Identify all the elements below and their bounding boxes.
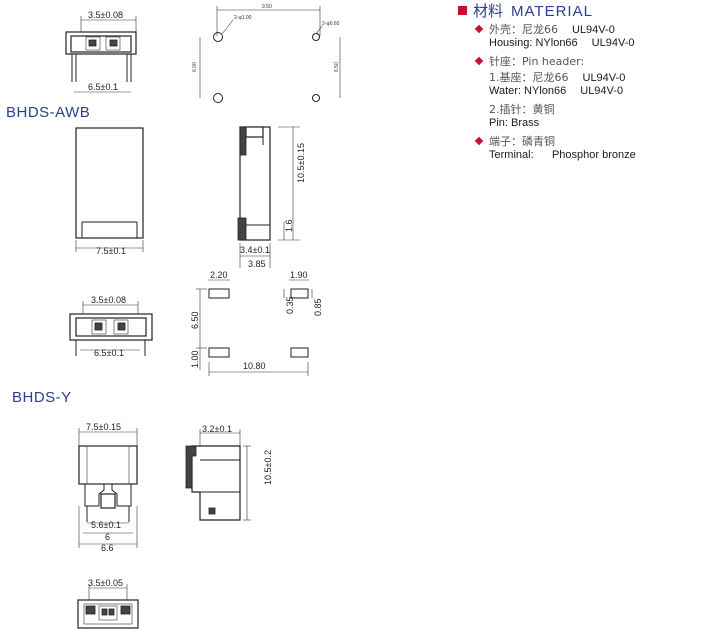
material-item-extra: UL94V-0 xyxy=(591,37,635,49)
dim-pad-1-90: 1.90 xyxy=(290,270,308,280)
material-item: Pin: Brass xyxy=(489,117,539,129)
dim-top-width: 3.5±0.08 xyxy=(88,10,123,20)
dim-y-6-6: 6.6 xyxy=(101,543,114,553)
material-item: 端子：磷青铜 xyxy=(474,133,555,149)
dim-y-6: 6 xyxy=(105,532,110,542)
mid-top-view: 3.5±0.08 6.5±0.1 xyxy=(69,295,153,358)
dim-front-width: 7.5±0.1 xyxy=(96,246,126,256)
material-item-text: Water: NYlon66 xyxy=(489,85,567,97)
material-item: Terminal: Phosphor bronze xyxy=(489,149,636,161)
material-item-extra: UL94V-0 xyxy=(582,72,626,84)
y-side-view: 3.2±0.1 10.5±0.2 xyxy=(185,424,273,521)
y-front-view: 7.5±0.15 5.6±0.1 6 6.6 xyxy=(78,422,138,553)
diamond-bullet-icon xyxy=(474,24,484,34)
dim-y-bottom: 3.5±0.05 xyxy=(88,578,123,588)
dim-side-height: 10.5±0.15 xyxy=(296,143,306,183)
pcb-layout: 9.50 2-φ1.00 2-φ0.60 6.00 6.50 xyxy=(192,4,341,103)
dim-pcb-6-00: 6.00 xyxy=(192,62,198,72)
awb-front-view: 7.5±0.1 xyxy=(75,127,144,256)
dim-y-side-h: 10.5±0.2 xyxy=(263,450,273,485)
dim-pcb-6-50: 6.50 xyxy=(334,62,340,72)
material-item: 2.插针：黄铜 xyxy=(489,101,555,117)
awb-side-view: 10.5±0.15 1.6 3.4±0.1 3.85 xyxy=(237,126,306,269)
dim-pad-2-20: 2.20 xyxy=(210,270,228,280)
material-item: Housing: NYlon66 UL94V-0 xyxy=(489,37,634,49)
dim-side-3-85: 3.85 xyxy=(248,259,266,269)
material-title-en: MATERIAL xyxy=(511,3,593,20)
dim-side-1-6: 1.6 xyxy=(284,219,294,232)
diamond-bullet-icon xyxy=(474,136,484,146)
dim-pad-10-80: 10.80 xyxy=(243,361,266,371)
material-item: 1.基座：尼龙66 UL94V-0 xyxy=(489,69,625,85)
material-item-extra: UL94V-0 xyxy=(572,24,615,36)
material-title-zh: 材料 xyxy=(473,2,504,20)
material-item-text: 外壳：尼龙66 xyxy=(489,23,558,36)
material-item-text: Pin: Brass xyxy=(489,117,540,129)
dim-mid-width: 3.5±0.08 xyxy=(91,295,126,305)
label-bhds-y: BHDS-Y xyxy=(12,389,72,406)
material-title: 材料 MATERIAL xyxy=(458,0,593,20)
material-item-text: 端子：磷青铜 xyxy=(489,135,555,148)
material-item: 针座：Pin header: xyxy=(474,53,585,69)
dim-pad-0-85: 0.85 xyxy=(313,298,323,316)
dim-pcb-9-50: 9.50 xyxy=(262,4,272,10)
dim-pad-6-50: 6.50 xyxy=(190,311,200,329)
material-item-text: 针座：Pin header: xyxy=(489,55,585,68)
dim-y-side-w: 3.2±0.1 xyxy=(202,424,232,434)
material-item-extra: UL94V-0 xyxy=(580,85,624,97)
material-item-text: Terminal: Phosphor bronze xyxy=(489,149,636,161)
material-item: 外壳：尼龙66 UL94V-0 xyxy=(474,21,615,37)
dim-top-base: 6.5±0.1 xyxy=(88,82,118,92)
pad-layout: 2.20 1.90 6.50 1.00 0.35 0.85 10.80 xyxy=(190,270,323,376)
material-item-text: 1.基座：尼龙66 xyxy=(489,71,569,84)
dim-y-inner: 5.6±0.1 xyxy=(91,520,121,530)
material-item-text: Housing: NYlon66 xyxy=(489,37,578,49)
dim-pcb-hole-b: 2-φ0.60 xyxy=(322,21,340,27)
dim-mid-base: 6.5±0.1 xyxy=(94,348,124,358)
dim-side-3-4: 3.4±0.1 xyxy=(240,245,270,255)
dim-pcb-hole-a: 2-φ1.00 xyxy=(234,15,252,21)
dim-pad-0-35: 0.35 xyxy=(285,296,295,314)
material-item-text: 2.插针：黄铜 xyxy=(489,103,555,116)
red-square-icon xyxy=(458,6,467,15)
awb-top-view: 3.5±0.08 6.5±0.1 xyxy=(65,10,137,93)
dim-pad-1-00: 1.00 xyxy=(190,350,200,368)
material-item: Water: NYlon66 UL94V-0 xyxy=(489,85,623,97)
diamond-bullet-icon xyxy=(474,56,484,66)
y-bottom-view: 3.5±0.05 xyxy=(77,578,139,629)
dim-y-top: 7.5±0.15 xyxy=(86,422,121,432)
label-bhds-awb: BHDS-AWB xyxy=(6,104,90,121)
